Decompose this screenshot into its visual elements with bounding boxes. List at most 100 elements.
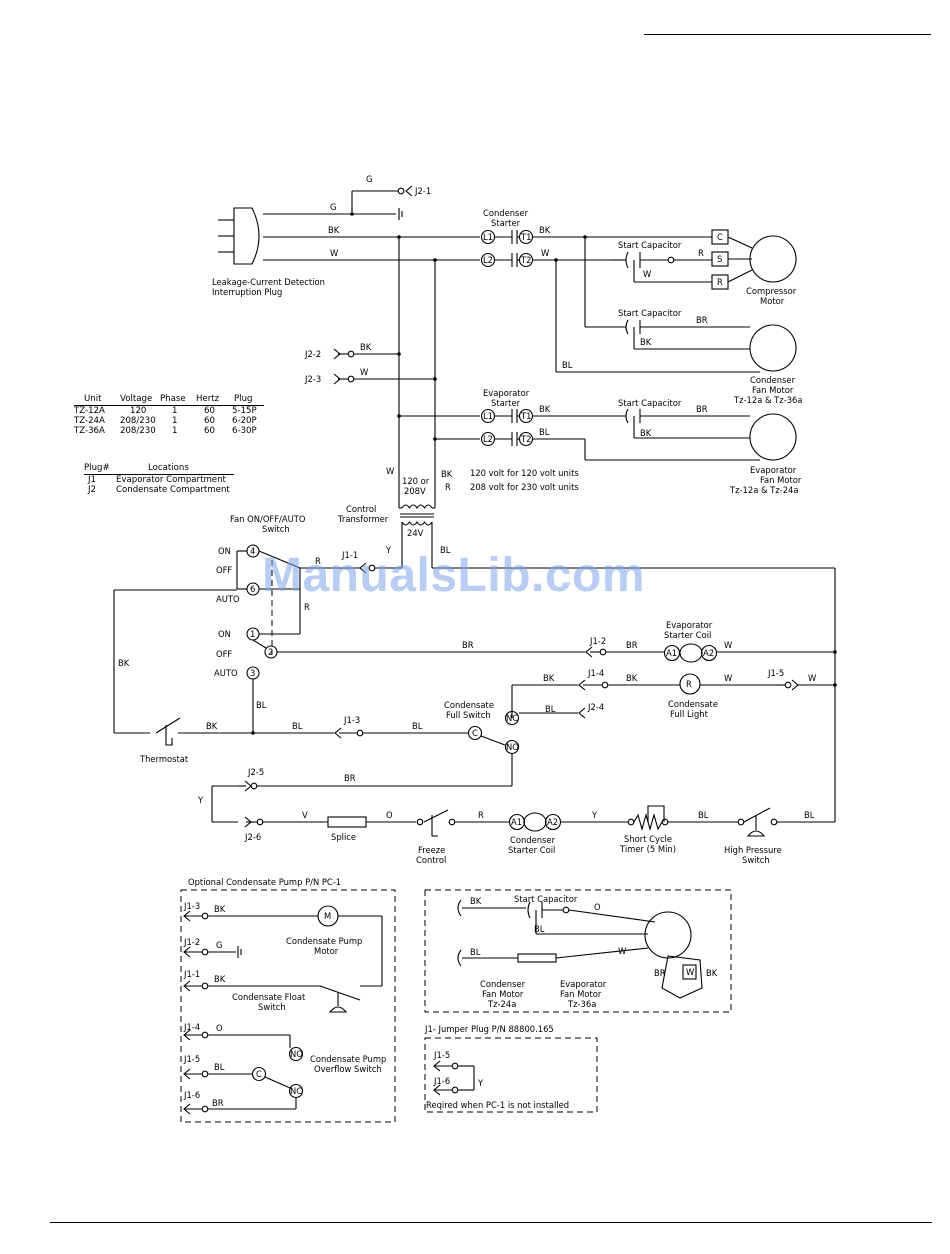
evap-l2: L2: [483, 434, 493, 444]
evap-starter-title-2: Starter: [491, 398, 521, 408]
cfsw-nc: NC: [506, 713, 518, 723]
evapcoil-w-label: W: [724, 640, 732, 650]
float-label-1: Condensate Float: [232, 992, 306, 1002]
unit-header-phase: Phase: [160, 394, 186, 404]
unit-header-plug: Plug: [234, 394, 253, 404]
jumper-y: Y: [477, 1078, 484, 1088]
freeze-label-1: Freeze: [418, 845, 445, 855]
pump-br-label: BR: [212, 1098, 224, 1108]
evapfan-bl-label: BL: [539, 427, 550, 437]
pump-motor-label-2: Motor: [314, 946, 339, 956]
wire-g-label: G: [330, 202, 337, 212]
therm-bl2-label: BL: [292, 721, 303, 731]
fanbox-evap-1: Evaporator: [560, 979, 607, 989]
fansw-title-1: Fan ON/OFF/AUTO: [230, 514, 306, 524]
shared-fan-motor: [644, 911, 692, 959]
condcoil-a2: A2: [547, 817, 558, 827]
unit-row-1-plug: 5-15P: [232, 406, 257, 416]
condfan-label-3: Tz-12a & Tz-36a: [733, 395, 803, 405]
plug-table: Plug# Locations J1 Evaporator Compartmen…: [84, 443, 244, 517]
jumper-j1-6: J1-6: [433, 1076, 450, 1086]
plug-j2-4: J2-4: [587, 702, 604, 712]
cfsw-label-2: Full Switch: [446, 710, 491, 720]
light-label-2: Full Light: [670, 709, 709, 719]
wire-w-label: W: [330, 248, 338, 258]
plug-j2-2: J2-2: [304, 349, 321, 359]
condfan-bk-label: BK: [640, 337, 652, 347]
unit-header-unit: Unit: [84, 394, 102, 404]
fansw-term-2: 2: [268, 647, 273, 657]
plug-j1-1: J1-1: [341, 550, 358, 560]
plug-row-1-id: J1: [88, 475, 97, 485]
xfmr-primary: [401, 504, 433, 510]
pump-motor-m: M: [324, 911, 331, 921]
compressor-label-1: Compressor: [746, 286, 797, 296]
condensate-full-light: [679, 673, 701, 695]
condfan-br-label: BR: [696, 315, 708, 325]
xfmr-secondary-label: 24V: [407, 528, 424, 538]
plug-header-locations: Locations: [148, 463, 189, 473]
condenser-fan-motor: [749, 324, 797, 372]
start-cap-label-1: Start Capacitor: [618, 240, 682, 250]
evapfan-bk-label: BK: [539, 404, 551, 414]
unit-row-1-hertz: 60: [204, 406, 215, 416]
condfan-label-1: Condenser: [750, 375, 796, 385]
bottom-rule: [50, 1222, 932, 1223]
jumper-box: [424, 1037, 598, 1113]
xfmr-w: W: [386, 466, 394, 476]
unit-row-2-plug: 6-20P: [232, 416, 257, 426]
series-bl-label: BL: [698, 810, 709, 820]
evapcoil-label-2: Starter Coil: [664, 630, 711, 640]
xfmr-volt-1: 120 or: [402, 476, 430, 486]
xfmr-bk: BK: [441, 469, 453, 479]
xfmr-note-2: 208 volt for 230 volt units: [470, 482, 579, 492]
cond-starter-title-1: Condenser: [483, 208, 529, 218]
comp-bk-label: BK: [539, 225, 551, 235]
condcoil-label-1: Condenser: [510, 835, 556, 845]
xfmr-note-1: 120 volt for 120 volt units: [470, 468, 579, 478]
evapcoil-a2: A2: [703, 648, 714, 658]
plug-j1-4: J1-4: [587, 668, 604, 678]
plug-j1-3: J1-3: [343, 715, 360, 725]
therm-bl-label: BL: [256, 700, 267, 710]
fanbox-bl-label: BL: [534, 924, 545, 934]
unit-row-3-plug: 6-30P: [232, 426, 257, 436]
fanbox-w2-label: W: [686, 967, 694, 977]
fansw-on-2: ON: [218, 629, 231, 639]
comp-c-term: C: [717, 232, 723, 242]
xfmr-y: Y: [385, 545, 392, 555]
evap-starter-title-1: Evaporator: [483, 388, 530, 398]
fansw-term-1: 1: [250, 629, 255, 639]
fansw-on-1: ON: [218, 546, 231, 556]
fanbox-evap-3: Tz-36a: [567, 999, 596, 1009]
hps-label-2: Switch: [742, 855, 770, 865]
fanbox-br-label: BR: [654, 968, 666, 978]
unit-row-2-phase: 1: [172, 416, 178, 426]
comp-s-term: S: [717, 254, 722, 264]
light-r: R: [686, 679, 692, 689]
unit-row-2-voltage: 208/230: [120, 416, 156, 426]
xfmr-bl: BL: [440, 545, 451, 555]
splice-label: Splice: [331, 832, 356, 842]
cfsw-c: C: [472, 728, 478, 738]
plug-j2-5: J2-5: [247, 767, 264, 777]
unit-row-3-hertz: 60: [204, 426, 215, 436]
fan-motor-box: [424, 889, 732, 1013]
cfsw-br-label: BR: [344, 773, 356, 783]
evapcoil-a1: A1: [666, 648, 677, 658]
plug-header-plug: Plug#: [84, 463, 110, 473]
fansw-term-3: 3: [250, 668, 255, 678]
cond-t2: T2: [520, 255, 531, 265]
evaporator-fan-motor: [749, 413, 797, 461]
comp-w-label: W: [541, 248, 549, 258]
fansw-term-6: 6: [250, 584, 255, 594]
cfsw-bl2-label: BL: [412, 721, 423, 731]
comp-w2-label: W: [643, 269, 651, 279]
xfmr-volt-2: 208V: [404, 486, 426, 496]
condfan-bl-label: BL: [562, 360, 573, 370]
cfsw-label-1: Condensate: [444, 700, 494, 710]
fanbox-evap-2: Fan Motor: [560, 989, 602, 999]
unit-row-3-unit: TZ-36A: [74, 426, 105, 436]
fanbox-bk2-label: BK: [706, 968, 718, 978]
pump-j1-4: J1-4: [183, 1022, 200, 1032]
